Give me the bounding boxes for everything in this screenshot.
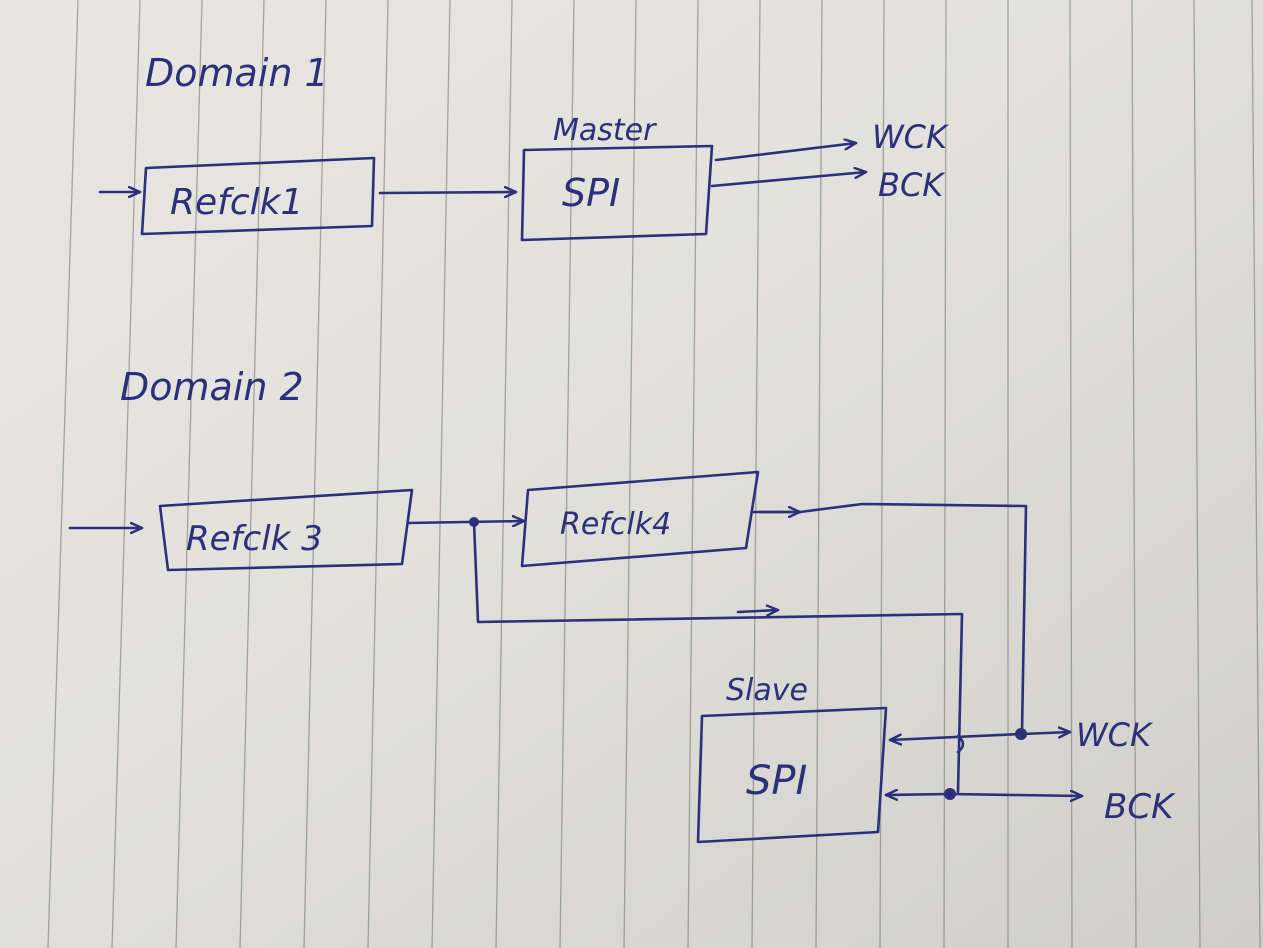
master-bck-label: BCK <box>878 166 946 204</box>
master-wck-label: WCK <box>872 118 950 156</box>
bck-junction-dot <box>944 788 956 800</box>
master-label: Master <box>553 113 657 148</box>
refclk1-to-spi-arrow <box>378 192 518 193</box>
slave-spi-box <box>696 706 888 844</box>
branch-direction-arrow <box>736 610 780 612</box>
refclk4-label: Refclk4 <box>560 507 671 542</box>
master-spi-box <box>520 144 714 242</box>
master-spi-label: SPI <box>562 171 620 215</box>
slave-wck-output-arrow <box>1020 732 1072 734</box>
refclk3-box <box>158 488 414 572</box>
slave-wck-label: WCK <box>1076 716 1154 754</box>
slave-bck-input-arrow <box>884 794 952 795</box>
refclk3-to-refclk4-arrow <box>406 521 526 523</box>
domain-1-heading: Domain 1 <box>145 51 329 95</box>
slave-bck-output-arrow <box>948 794 1084 796</box>
refclk3-to-slave-bck-line <box>472 520 964 794</box>
domain-1-group: Domain 1 Refclk1 Master SPI WCK BCK <box>98 51 950 242</box>
slave-bck-label: BCK <box>1104 787 1176 827</box>
wck-junction-dot <box>1015 728 1027 740</box>
slave-label: Slave <box>726 673 808 708</box>
master-wck-arrow <box>714 143 858 162</box>
domain-2-group: Domain 2 Refclk 3 Refclk4 Slave SPI WCK <box>68 365 1176 844</box>
ruled-lines <box>47 0 1261 948</box>
master-bck-arrow <box>710 172 868 188</box>
refclk1-box <box>140 156 376 236</box>
refclk4-box <box>520 470 760 568</box>
refclk1-label: Refclk1 <box>170 182 303 223</box>
slave-wck-input-arrow <box>888 732 1024 740</box>
refclk3-label: Refclk 3 <box>186 519 323 559</box>
wire-crossover-hop <box>956 734 965 754</box>
domain-2-heading: Domain 2 <box>120 365 304 409</box>
slave-spi-label: SPI <box>746 758 807 804</box>
